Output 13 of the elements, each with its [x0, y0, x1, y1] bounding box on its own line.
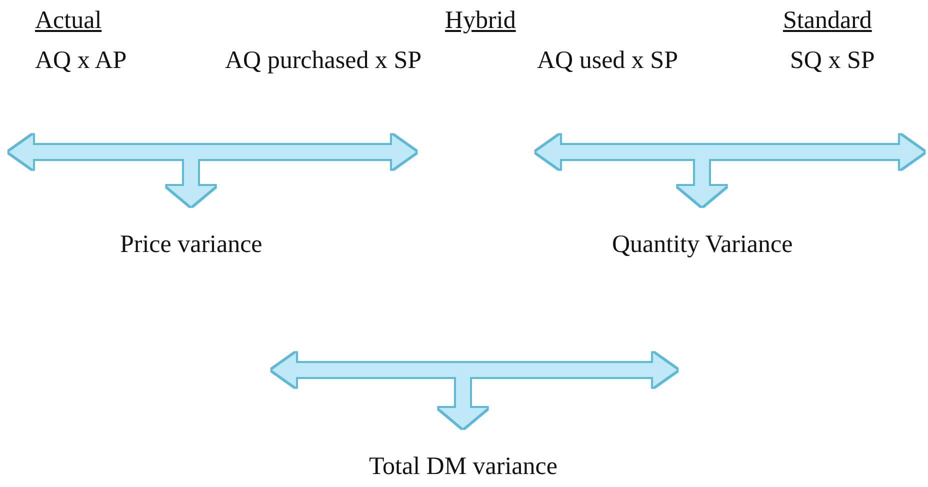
formula-text: AQ used x SP — [537, 46, 678, 76]
column-heading: Hybrid — [445, 6, 516, 36]
column-heading: Standard — [783, 6, 872, 36]
formula-text: SQ x SP — [790, 46, 875, 76]
arrow — [167, 135, 416, 206]
formula-text: AQ purchased x SP — [225, 46, 422, 76]
arrow — [439, 353, 677, 428]
variance-label: Total DM variance — [369, 452, 558, 482]
column-heading: Actual — [35, 6, 102, 36]
variance-label: Quantity Variance — [612, 230, 793, 260]
formula-text: AQ x AP — [35, 46, 127, 76]
variance-label: Price variance — [120, 230, 262, 260]
arrow — [678, 135, 924, 206]
